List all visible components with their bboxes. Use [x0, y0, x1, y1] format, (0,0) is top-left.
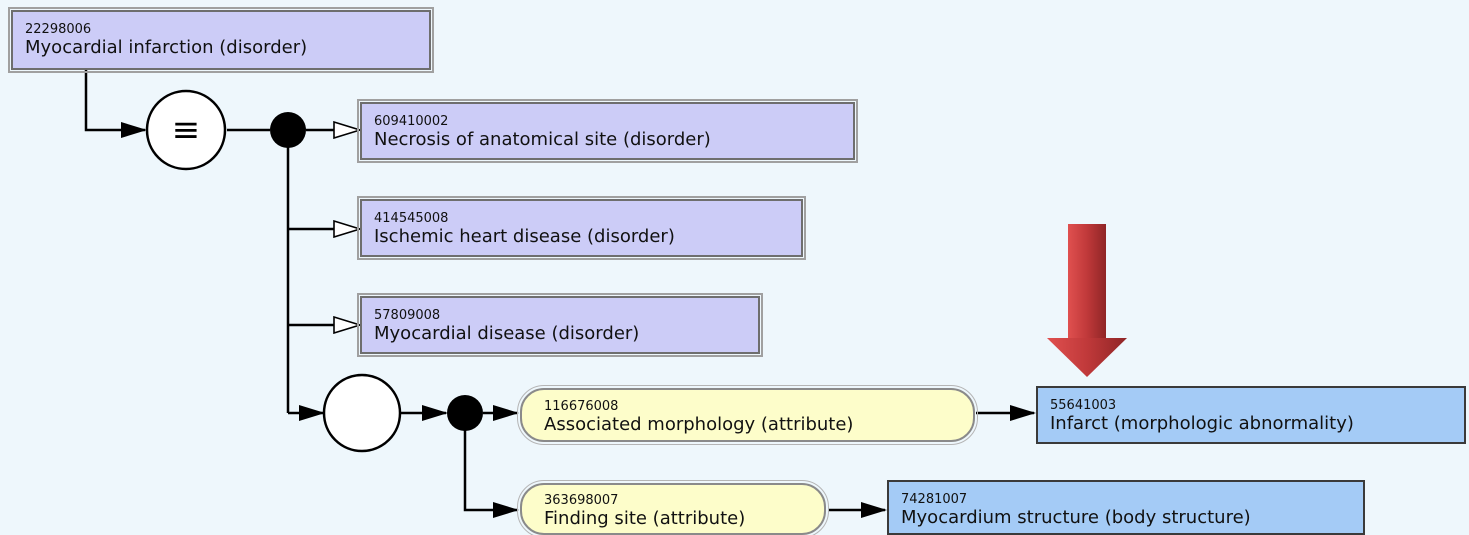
- conjunction-node: [270, 112, 306, 148]
- value-concept-node[interactable]: 74281007 Myocardium structure (body stru…: [887, 480, 1365, 535]
- value-concept-node[interactable]: 55641003 Infarct (morphologic abnormalit…: [1036, 386, 1466, 444]
- concept-id: 609410002: [374, 114, 449, 129]
- concept-id: 22298006: [25, 22, 92, 37]
- attribute-term: Associated morphology (attribute): [544, 414, 854, 435]
- concept-id: 55641003: [1050, 398, 1117, 413]
- group-conjunction-node: [447, 395, 483, 431]
- concept-id: 57809008: [374, 308, 441, 323]
- concept-term: Myocardium structure (body structure): [901, 507, 1251, 528]
- concept-term: Ischemic heart disease (disorder): [374, 226, 675, 247]
- attribute-id: 363698007: [544, 493, 619, 508]
- equivalence-symbol: ≡: [172, 110, 201, 150]
- attribute-edge-2: [463, 413, 519, 518]
- equivalence-node: [145, 89, 227, 171]
- concept-term: Myocardial infarction (disorder): [25, 37, 308, 58]
- root-to-equivalence-edge: [84, 70, 147, 138]
- attribute-group-node: [322, 373, 402, 453]
- concept-term: Infarct (morphologic abnormality): [1050, 413, 1354, 434]
- attribute-node[interactable]: 116676008 Associated morphology (attribu…: [517, 385, 978, 445]
- concept-term: Necrosis of anatomical site (disorder): [374, 129, 711, 150]
- attribute-term: Finding site (attribute): [544, 508, 746, 529]
- parent-concept-node[interactable]: 609410002 Necrosis of anatomical site (d…: [357, 99, 858, 163]
- root-concept-node[interactable]: 22298006 Myocardial infarction (disorder…: [8, 7, 434, 73]
- attribute-node[interactable]: 363698007 Finding site (attribute): [517, 480, 829, 535]
- highlight-arrow-icon: [1047, 224, 1127, 377]
- parent-concept-node[interactable]: 57809008 Myocardial disease (disorder): [357, 293, 763, 357]
- concept-id: 74281007: [901, 492, 968, 507]
- concept-id: 414545008: [374, 211, 449, 226]
- parent-concept-node[interactable]: 414545008 Ischemic heart disease (disord…: [357, 196, 806, 260]
- concept-term: Myocardial disease (disorder): [374, 323, 640, 344]
- attribute-id: 116676008: [544, 399, 619, 414]
